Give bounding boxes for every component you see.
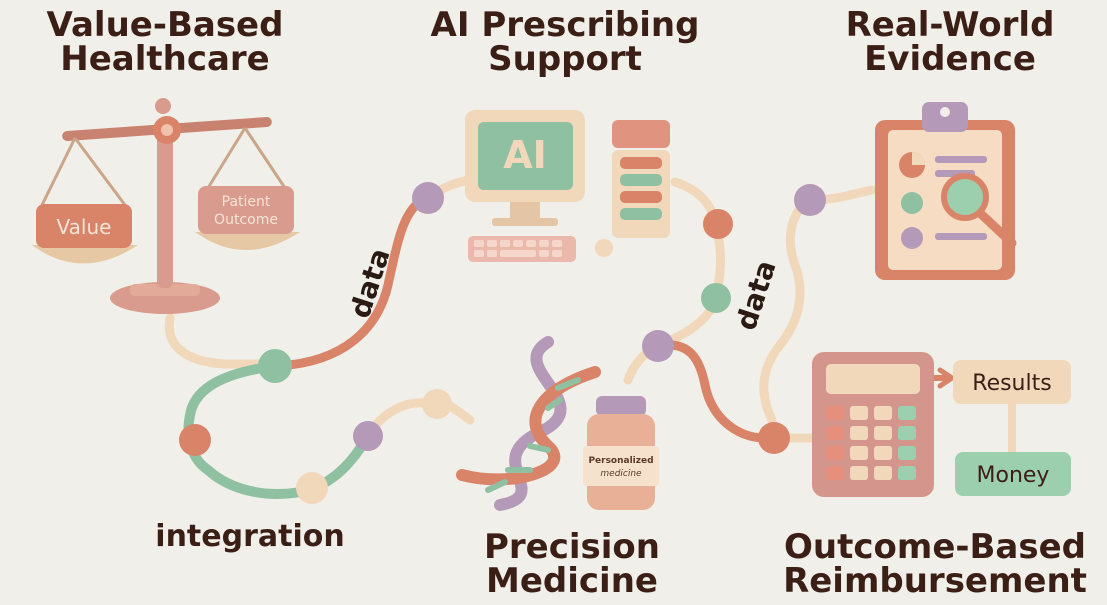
title-ai-prescribing-line2: Support	[488, 39, 642, 79]
path-data-right	[653, 340, 775, 443]
scale-pan-right	[195, 232, 300, 250]
vial-label-line1: Personalized	[588, 456, 653, 466]
clip-line-3	[935, 233, 987, 240]
bullet-green	[901, 192, 923, 214]
scale-box-value	[36, 204, 132, 248]
calculator-keys	[826, 406, 916, 480]
calculator-display	[826, 364, 920, 394]
title-precision-medicine: Precision Medicine	[462, 530, 682, 598]
title-outcome-line1: Outcome-Based	[784, 527, 1086, 567]
node-lavender-loop	[353, 421, 383, 451]
bullet-lavender	[901, 227, 923, 249]
monitor-stand	[510, 202, 540, 220]
ai-computer-illustration	[465, 110, 670, 262]
node-cream-loop	[296, 472, 328, 504]
title-ai-prescribing-line1: AI Prescribing	[430, 5, 700, 45]
title-precision-line2: Medicine	[486, 561, 658, 601]
keyboard	[468, 236, 576, 262]
title-real-world-line1: Real-World	[845, 5, 1055, 45]
monitor-screen	[478, 122, 573, 190]
label-integration-text: integration	[155, 519, 345, 554]
title-real-world-line2: Evidence	[864, 39, 1036, 79]
clip-line-1	[935, 156, 987, 163]
dna-vial-illustration	[456, 336, 659, 511]
pill-slot-1	[620, 157, 662, 169]
scale-label-patient-1: Patient	[222, 194, 271, 210]
node-green-center	[258, 349, 292, 383]
scale-string-right-b	[243, 127, 287, 189]
path-integration-loop	[183, 361, 280, 475]
pill-slot-3	[620, 191, 662, 203]
money-box	[955, 452, 1071, 496]
dna-rungs	[485, 377, 581, 493]
title-outcome-based: Outcome-Based Reimbursement	[770, 530, 1100, 598]
path-evidence-to-calc	[759, 195, 813, 425]
scale-label-patient-2: Outcome	[214, 212, 278, 228]
keyboard-keys	[474, 240, 562, 257]
node-terracotta-calc	[758, 422, 790, 454]
scale-string-right-a	[206, 127, 247, 189]
results-label: Results	[972, 371, 1051, 396]
title-precision-line1: Precision	[483, 527, 660, 567]
scale-string-left-a	[40, 137, 77, 206]
node-terracotta-right	[703, 209, 733, 239]
title-value-based-line1: Value-Based	[46, 5, 284, 45]
node-cream-arrow	[422, 389, 452, 419]
pie-slice	[912, 152, 925, 165]
label-integration: integration	[150, 522, 350, 552]
vial-cap	[596, 396, 646, 416]
path-data-left	[273, 193, 430, 371]
monitor-foot	[492, 218, 558, 226]
title-real-world: Real-World Evidence	[820, 8, 1080, 76]
clipboard-clip-hole	[940, 107, 950, 117]
ai-screen-label: AI	[503, 133, 547, 177]
balance-scale-illustration	[32, 98, 300, 314]
magnifier-icon	[941, 173, 989, 221]
magnifier-handle	[976, 209, 1017, 248]
svg-labels: Value Patient Outcome AI Personalized me…	[57, 133, 1052, 488]
title-value-based: Value-Based Healthcare	[30, 8, 300, 76]
nodes	[179, 182, 826, 504]
path-ai-to-right	[670, 177, 725, 303]
scale-label-value: Value	[57, 215, 112, 239]
scale-pan-left	[32, 245, 138, 264]
node-lavender-evidence	[794, 184, 826, 216]
node-terracotta-loop	[179, 424, 211, 456]
path-scale-to-node	[164, 313, 273, 369]
scale-pillar	[157, 128, 173, 288]
scale-pivot-inner	[161, 124, 173, 136]
path-arrow-results	[937, 367, 957, 389]
pill-slot-4	[620, 208, 662, 220]
title-outcome-line2: Reimbursement	[783, 561, 1087, 601]
scale-string-left-b	[73, 137, 127, 206]
scale-base-top	[130, 284, 200, 296]
data-label-right: data	[729, 256, 782, 334]
title-ai-prescribing: AI Prescribing Support	[410, 8, 720, 76]
scale-box-patient	[198, 186, 294, 234]
vial-label-bg	[583, 446, 659, 486]
scale-top-knob	[155, 98, 171, 114]
pill-slot-2	[620, 174, 662, 186]
vial-label-line2: medicine	[600, 469, 642, 479]
path-integration-bottom	[203, 431, 373, 499]
title-value-based-line2: Healthcare	[60, 39, 270, 79]
node-green-right	[701, 283, 731, 313]
node-lavender-center	[642, 330, 674, 362]
results-box	[953, 360, 1071, 404]
money-label: Money	[977, 463, 1050, 488]
pill-organizer-lid	[612, 120, 670, 148]
dna-strand-terracotta	[456, 366, 601, 486]
calculator-illustration	[812, 352, 1071, 497]
clipboard-illustration	[875, 102, 1017, 280]
node-lavender-ai	[412, 182, 444, 214]
mouse	[595, 239, 613, 257]
